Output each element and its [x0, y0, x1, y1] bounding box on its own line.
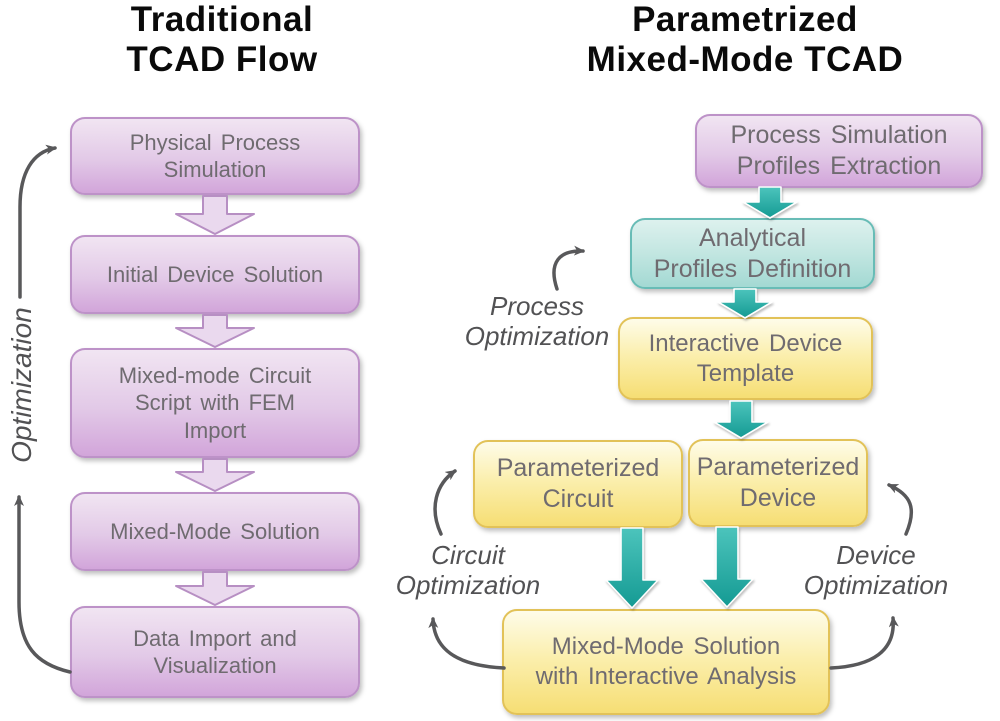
box-label: Script with FEM [134, 390, 296, 416]
circuit-optimization-label: Circuit Optimization [368, 540, 568, 600]
box-label: Parameterized [496, 454, 660, 482]
device-optimization-label: Device Optimization [776, 540, 976, 600]
teal-flow-arrow-3 [713, 400, 769, 439]
box-parameterized-device: Parameterized Device [688, 439, 868, 527]
box-label: Data Import and [133, 625, 297, 651]
teal-flow-arrow-device-to-solution [700, 526, 754, 608]
box-label: Parameterized [696, 453, 860, 481]
left-title-line1: Traditional [130, 0, 314, 39]
device-optimization-line2: Optimization [803, 570, 949, 600]
box-mixed-mode-circuit-script: Mixed-mode Circuit Script with FEM Impor… [70, 348, 360, 458]
box-label: Process Simulation [730, 121, 948, 149]
purple-flow-arrow-2 [175, 314, 255, 348]
box-physical-process-simulation: Physical Process Simulation [70, 117, 360, 195]
left-title-line2: TCAD Flow [126, 40, 318, 79]
box-label: Visualization [153, 653, 277, 678]
box-label: Template [696, 359, 795, 387]
box-label: with Interactive Analysis [535, 663, 797, 690]
device-optimization-upper-arrow [887, 483, 914, 536]
device-optimization-lower-arrow [829, 616, 899, 670]
box-mixed-mode-solution-interactive: Mixed-Mode Solution with Interactive Ana… [502, 609, 830, 715]
purple-flow-arrow-1 [175, 195, 255, 235]
box-label: Mixed-mode Circuit [118, 363, 312, 389]
box-label: Mixed-Mode Solution [110, 518, 320, 544]
device-optimization-line1: Device [836, 540, 916, 570]
circuit-optimization-lower-arrow [428, 617, 506, 670]
box-process-simulation-profiles-extraction: Process Simulation Profiles Extraction [695, 114, 983, 188]
box-label: Profiles Extraction [736, 152, 942, 180]
box-parameterized-circuit: Parameterized Circuit [473, 440, 683, 528]
right-title-line1: Parametrized [632, 0, 858, 39]
box-label: Initial Device Solution [106, 261, 324, 287]
process-optimization-line1: Process [490, 291, 584, 321]
box-label: Profiles Definition [653, 254, 852, 283]
process-optimization-label: Process Optimization [437, 291, 637, 351]
teal-flow-arrow-circuit-to-solution [605, 527, 659, 609]
teal-flow-arrow-1 [742, 186, 798, 219]
right-title-line2: Mixed-Mode TCAD [586, 40, 904, 79]
purple-flow-arrow-3 [175, 458, 255, 492]
circuit-optimization-line1: Circuit [431, 540, 505, 570]
box-label: Circuit [542, 485, 614, 513]
left-flow-title: Traditional TCAD Flow [32, 0, 412, 80]
box-data-import-visualization: Data Import and Visualization [70, 606, 360, 698]
circuit-optimization-upper-arrow [433, 469, 457, 536]
circuit-optimization-line2: Optimization [395, 570, 541, 600]
purple-flow-arrow-4 [175, 571, 255, 606]
box-label: Simulation [163, 157, 267, 182]
box-analytical-profiles-definition: Analytical Profiles Definition [630, 218, 875, 289]
box-initial-device-solution: Initial Device Solution [70, 235, 360, 314]
box-label: Device [739, 484, 817, 512]
box-mixed-mode-solution: Mixed-Mode Solution [70, 492, 360, 571]
optimization-loop-label: Optimization [6, 307, 37, 463]
process-optimization-arrow [552, 245, 585, 291]
box-label: Import [183, 417, 247, 443]
optimization-loop-upper-arrow [18, 144, 57, 299]
box-interactive-device-template: Interactive Device Template [618, 317, 873, 400]
teal-flow-arrow-2 [717, 288, 773, 319]
box-label: Mixed-Mode Solution [551, 633, 781, 661]
box-label: Analytical [699, 223, 806, 252]
optimization-loop-lower-arrow [14, 495, 72, 674]
right-flow-title: Parametrized Mixed-Mode TCAD [555, 0, 935, 80]
process-optimization-line2: Optimization [464, 321, 610, 351]
box-label: Interactive Device [648, 329, 843, 357]
box-label: Physical Process [129, 129, 301, 155]
